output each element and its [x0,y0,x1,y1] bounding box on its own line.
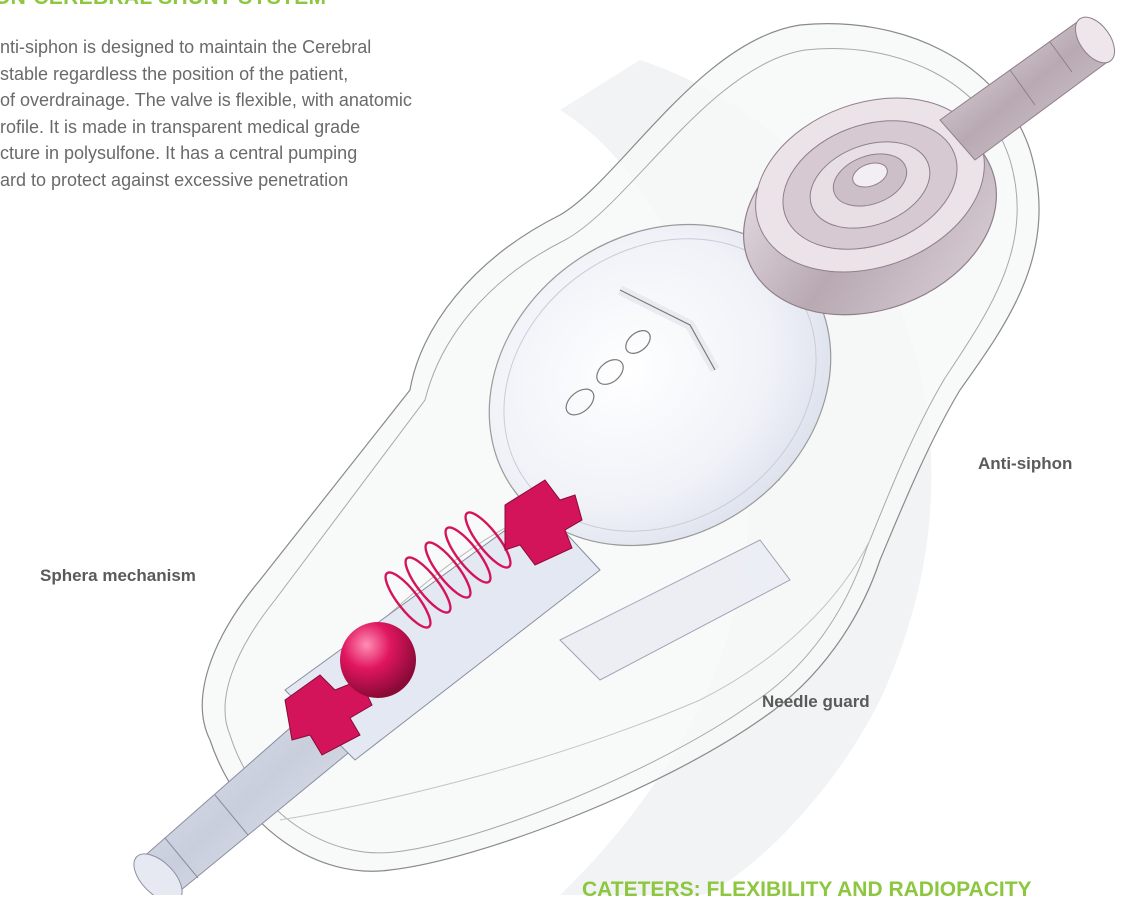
label-sphera-mechanism: Sphera mechanism [40,566,196,586]
label-anti-siphon: Anti-siphon [978,454,1072,474]
label-needle-guard: Needle guard [762,692,870,712]
footer-heading: CATETERS: FLEXIBILITY AND RADIOPACITY [582,878,1032,902]
